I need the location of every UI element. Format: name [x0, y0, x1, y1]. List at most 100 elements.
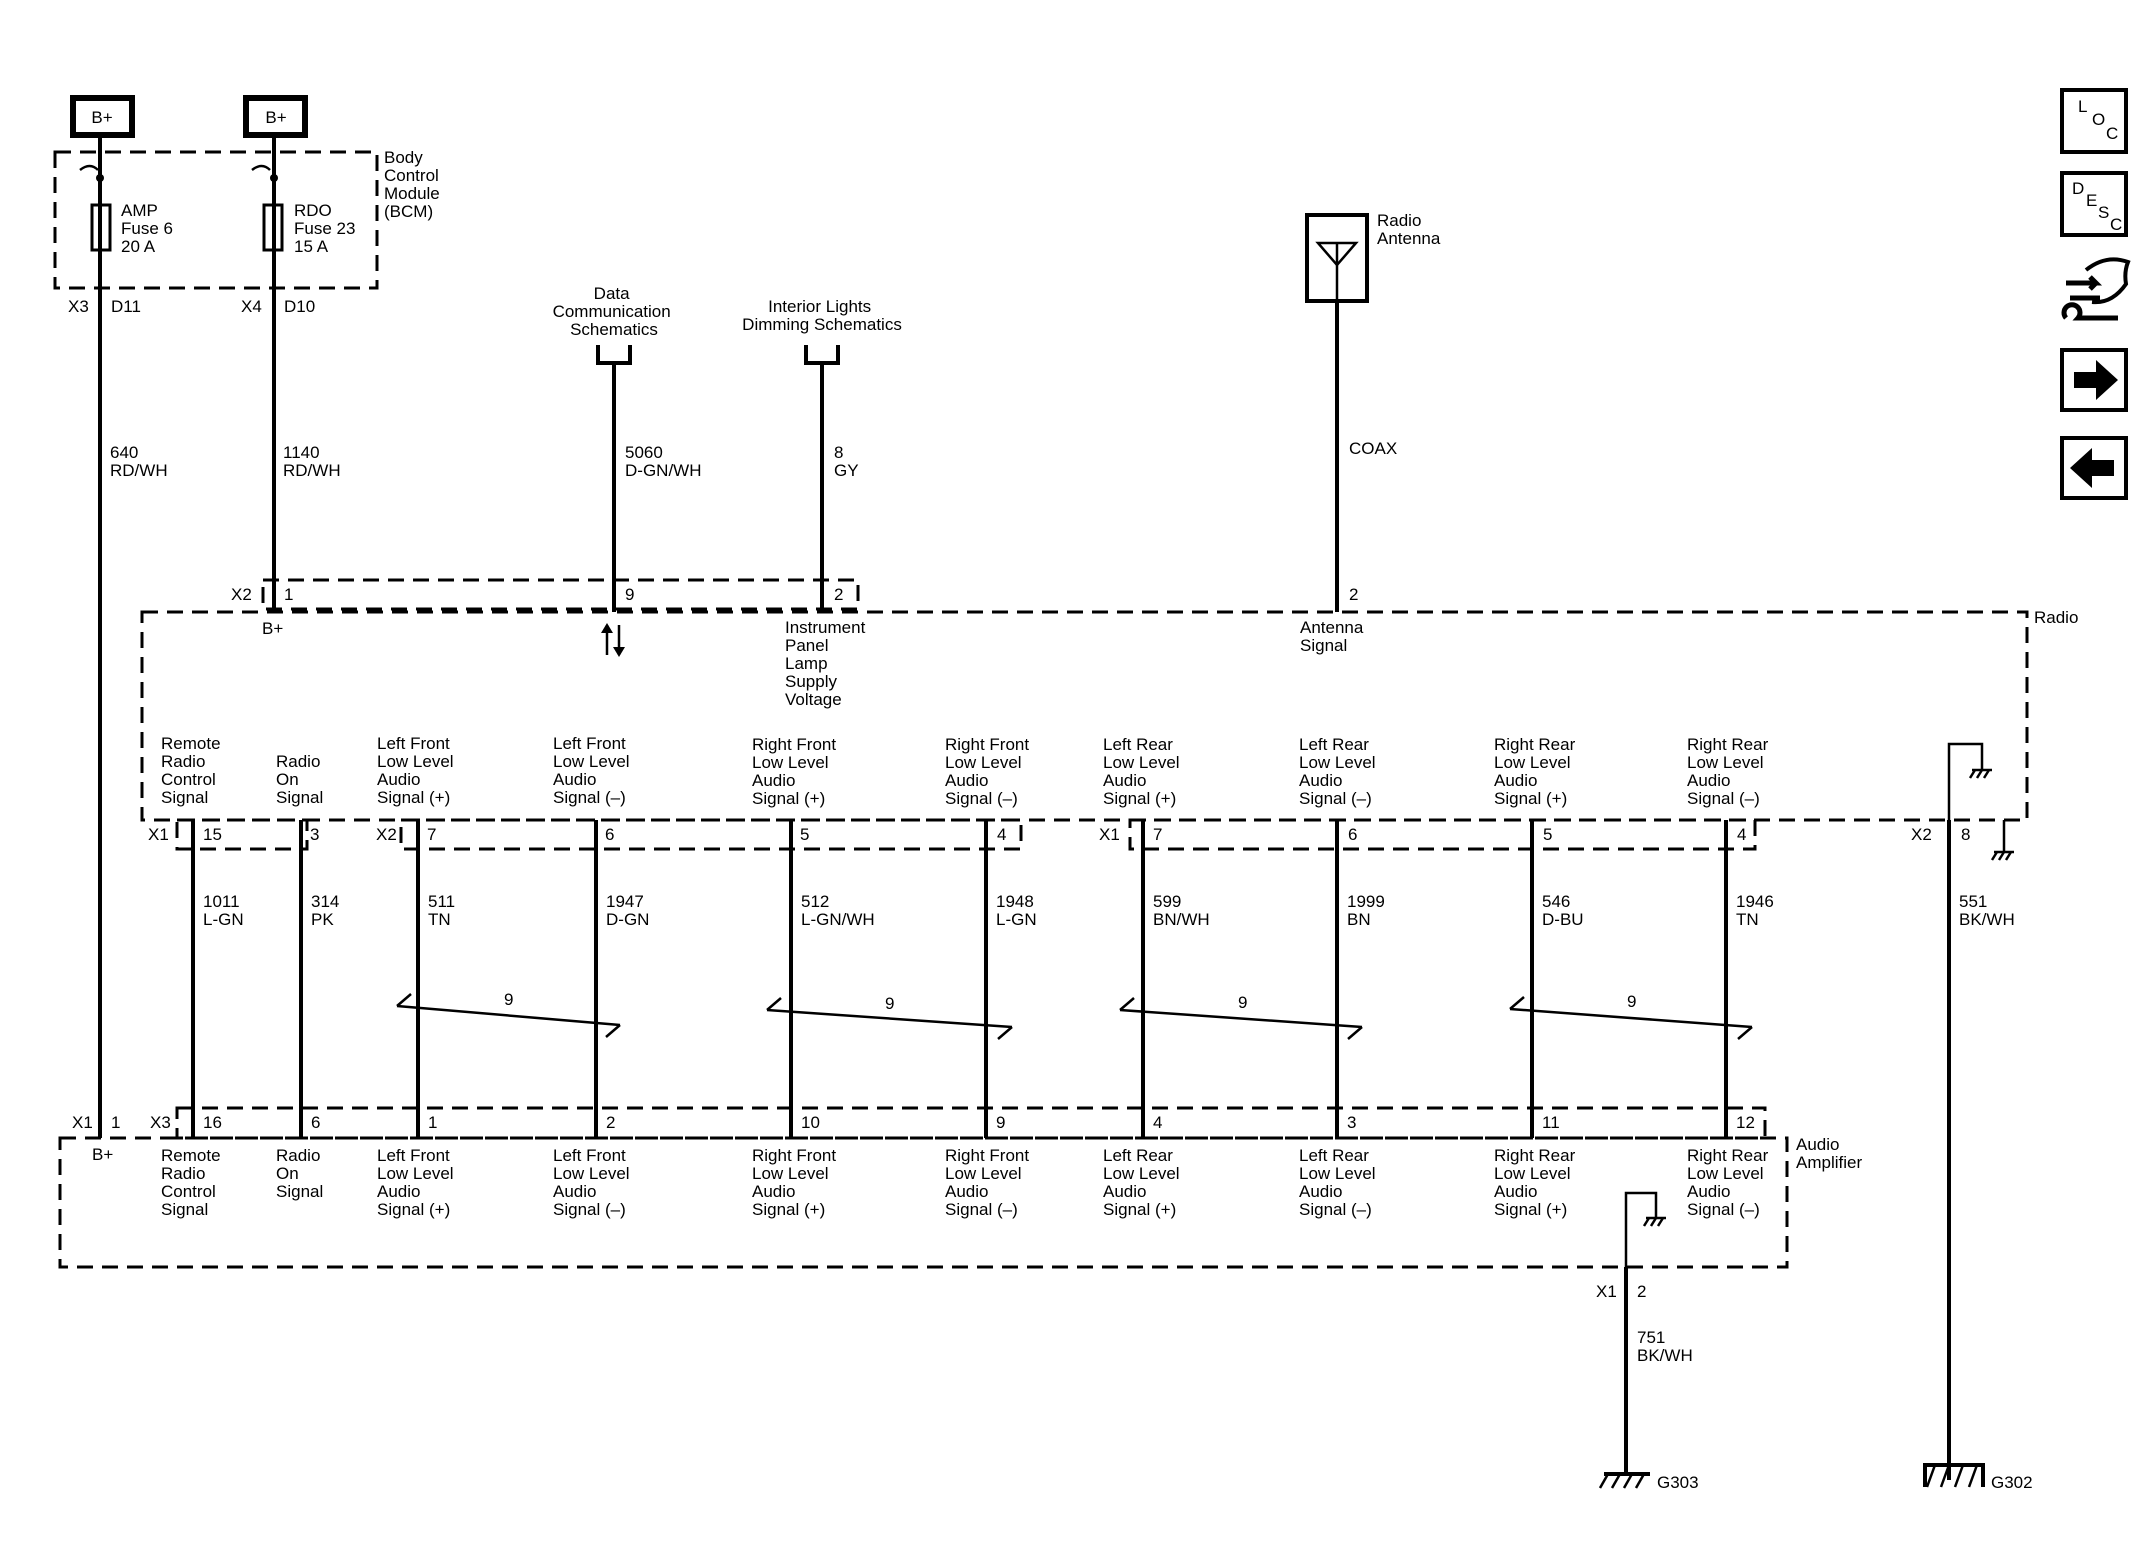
ref-data-communication-bracket — [596, 345, 632, 365]
description-view-button[interactable]: D E S C — [2060, 171, 2128, 237]
radio-internal-ground-icon — [1947, 742, 1992, 820]
rdo-fuse-label: RDO Fuse 23 15 A — [294, 201, 360, 256]
wire-640-label: 640 RD/WH — [110, 443, 168, 480]
radio-pin-2-antenna: 2 — [1349, 585, 1358, 604]
amp-pin: 12 — [1736, 1113, 1755, 1132]
amp-pin: 16 — [203, 1113, 222, 1132]
radio-conn-x2-a: X2 — [376, 825, 397, 844]
amp-pin: 3 — [1347, 1113, 1356, 1132]
radio-pin: 6 — [1348, 825, 1357, 844]
wire-coax-label: COAX — [1349, 439, 1397, 458]
arrow-right-icon — [2074, 360, 2118, 400]
radio-lamp-supply-label: Instrument Panel Lamp Supply Voltage — [785, 618, 870, 709]
radio-antenna-symbol — [1305, 213, 1369, 303]
radio-pin: 6 — [605, 825, 614, 844]
twisted-pair-rr: 9 — [1509, 992, 1753, 1040]
radio-conn-x2-top-label: X2 — [231, 585, 252, 604]
amp-ground-pin: 2 — [1637, 1282, 1646, 1301]
radio-pin: 5 — [1543, 825, 1552, 844]
twisted-pair-lr: 9 — [1119, 993, 1363, 1040]
amp-pin: 1 — [111, 1113, 120, 1132]
arrow-left-icon — [2070, 448, 2114, 488]
radio-pin: 15 — [203, 825, 222, 844]
rdo-fuse-23 — [251, 164, 284, 252]
radio-pin: 3 — [310, 825, 319, 844]
wire-1140-label: 1140 RD/WH — [283, 443, 341, 480]
radio-antenna-label: Radio Antenna — [1377, 211, 1441, 248]
radio-pin: 4 — [1737, 825, 1746, 844]
amp-name: Audio Amplifier — [1796, 1135, 1862, 1172]
amp-internal-ground-icon — [1624, 1191, 1666, 1267]
amp-fuse-label: AMP Fuse 6 20 A — [121, 201, 178, 256]
radio-antenna-signal-label: Antenna Signal — [1300, 618, 1368, 655]
wire-5060-label: 5060 D-GN/WH — [625, 443, 701, 480]
location-view-button[interactable]: L O C — [2060, 88, 2128, 154]
amp-pins: 1 16 6 1 2 10 9 4 3 11 12 — [111, 1113, 1755, 1132]
amp-pin: 11 — [1542, 1113, 1560, 1132]
previous-page-button[interactable] — [2060, 436, 2128, 500]
wire-8-label: 8 GY — [834, 443, 859, 480]
radio-pin: 7 — [1153, 825, 1162, 844]
radio-case-ground-icon — [1990, 820, 2014, 861]
svg-text:D: D — [2072, 179, 2084, 198]
radio-pin-9: 9 — [625, 585, 634, 604]
svg-text:L: L — [2078, 97, 2087, 116]
ground-g303-icon — [1598, 1472, 1650, 1489]
next-page-button[interactable] — [2060, 348, 2128, 412]
amp-pin: 6 — [311, 1113, 320, 1132]
ref-interior-lights-dimming: Interior Lights Dimming Schematics — [742, 297, 902, 334]
radio-conn-x1-a: X1 — [148, 825, 169, 844]
svg-text:9: 9 — [885, 994, 894, 1013]
radio-pin-1: 1 — [284, 585, 293, 604]
amp-connector-x3 — [175, 1106, 1767, 1140]
radio-pin: 5 — [800, 825, 809, 844]
amp-conn-x1: X1 — [72, 1113, 93, 1132]
bcm-conn-x4: X4 — [241, 297, 262, 316]
svg-text:B+: B+ — [265, 108, 286, 127]
svg-text:9: 9 — [504, 990, 513, 1009]
svg-text:B+: B+ — [91, 108, 112, 127]
radio-bottom-pins: 15 3 7 6 5 4 7 6 5 4 8 — [203, 825, 1970, 844]
radio-bplus-label: B+ — [262, 619, 283, 638]
serial-data-arrows-icon — [601, 623, 625, 657]
svg-text:E: E — [2086, 191, 2097, 210]
amp-pin: 10 — [801, 1113, 820, 1132]
radio-name: Radio — [2034, 608, 2078, 627]
radio-connector-x2-bottom-a — [399, 818, 1023, 851]
bcm-conn-x3: X3 — [68, 297, 89, 316]
amp-pin: 2 — [606, 1113, 615, 1132]
radio-pin: 8 — [1961, 825, 1970, 844]
ref-data-communication: Data Communication Schematics — [553, 284, 676, 339]
twisted-pair-lf: 9 — [396, 990, 621, 1038]
svg-text:C: C — [2106, 124, 2118, 143]
amp-pin: 9 — [996, 1113, 1005, 1132]
bplus-box-rdo: B+ — [243, 95, 308, 138]
radio-connector-x1-bottom-b — [1128, 818, 1757, 851]
radio-pin-2-lamp: 2 — [834, 585, 843, 604]
amp-pin: 4 — [1153, 1113, 1162, 1132]
diagnostic-tool-icon[interactable] — [2061, 257, 2131, 321]
